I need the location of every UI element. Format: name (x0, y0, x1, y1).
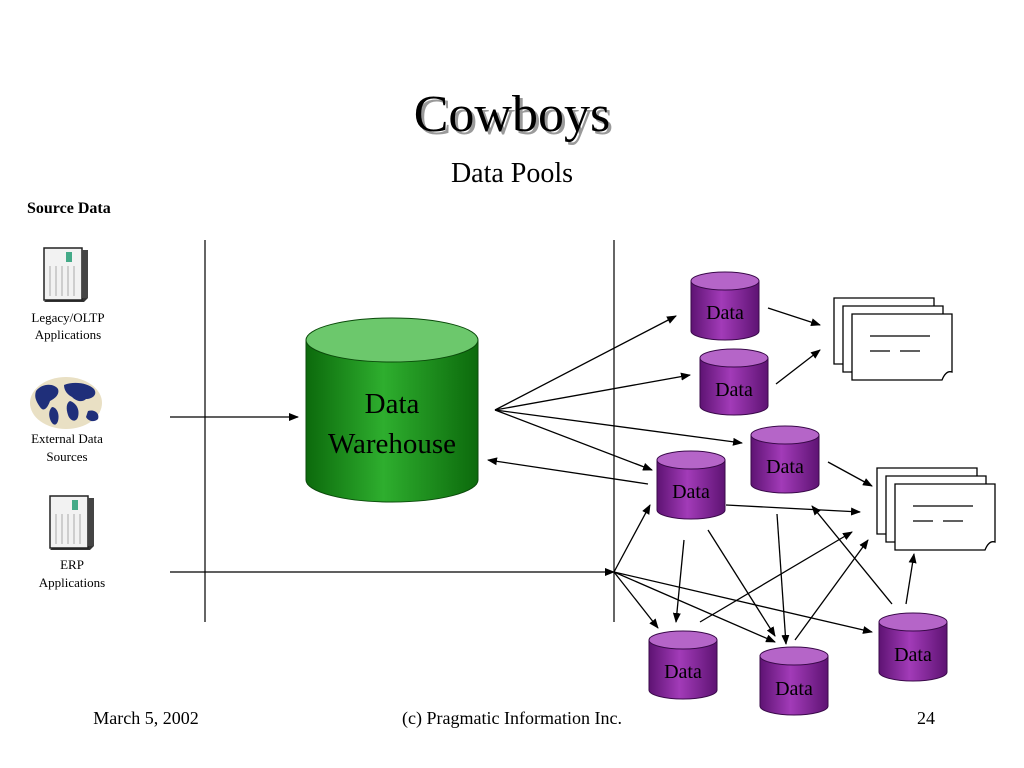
data-pool-label: Data (894, 644, 932, 666)
document-stack-icon (876, 467, 996, 551)
warehouse-label-line1: Data (365, 388, 420, 420)
arrow-warehouse-to-pool1 (494, 315, 677, 411)
arrow-warehouse-to-pool2 (494, 372, 691, 411)
data-pool (759, 646, 829, 716)
arrow-hub-to-pool4 (613, 504, 651, 573)
arrow-pool5-to-report (699, 531, 853, 623)
erp-label-line1: ERP (60, 557, 84, 572)
arrow-pool4-to-pool6 (707, 529, 776, 637)
server-icon (43, 247, 88, 302)
footer-copyright: (c) Pragmatic Information Inc. (402, 708, 622, 729)
warehouse-label-line2: Warehouse (328, 428, 456, 460)
globe-icon (30, 377, 102, 429)
data-warehouse-cylinder (305, 317, 479, 503)
slide-title: Cowboys (414, 86, 610, 143)
data-pool-label: Data (766, 456, 804, 478)
arrow-hub-to-pool7 (613, 571, 873, 634)
document-stack-icon (833, 297, 953, 381)
arrow-hub-to-pool5 (613, 571, 659, 629)
arrow-pool3-to-pool6 (776, 513, 790, 645)
slide-title-shadow: Cowboys (417, 89, 613, 146)
arrow-pool4-to-pool5 (672, 539, 685, 623)
footer-page-number: 24 (917, 708, 935, 728)
arrow-pool1-to-report (767, 307, 821, 327)
data-pool-label: Data (664, 661, 702, 683)
arrow-pool2-to-report (775, 349, 821, 385)
external-label-line1: External Data (31, 431, 103, 446)
arrow-pool-to-warehouse (487, 457, 649, 485)
erp-label-line2: Applications (39, 575, 105, 590)
data-pool-label: Data (672, 481, 710, 503)
arrow-warehouse-to-pool4 (494, 409, 653, 471)
data-pool-label: Data (775, 678, 813, 700)
arrow-warehouse-to-pool3 (494, 409, 743, 446)
arrow-pool4-to-report (725, 504, 861, 516)
connection-arrows (170, 307, 917, 645)
arrow-pool7-to-pool3 (811, 505, 893, 605)
arrow-pool3-to-report (827, 461, 873, 487)
legacy-label-line2: Applications (35, 327, 101, 342)
arrow-hub-to-pool6 (613, 571, 776, 643)
data-pool (699, 348, 769, 416)
arrow-pool6-to-report (794, 539, 869, 641)
footer-date: March 5, 2002 (93, 708, 198, 728)
source-data-heading: Source Data (27, 200, 111, 217)
data-pool (648, 630, 718, 700)
data-pool-label: Data (715, 379, 753, 401)
data-pool (750, 425, 820, 494)
external-label-line2: Sources (46, 449, 87, 464)
arrow-pool7-to-report (905, 553, 917, 605)
data-pool (690, 271, 760, 341)
data-pool (878, 612, 948, 682)
slide-subtitle: Data Pools (451, 158, 573, 189)
server-icon (49, 495, 94, 550)
data-pool-label: Data (706, 302, 744, 324)
legacy-label-line1: Legacy/OLTP (31, 310, 104, 325)
data-pool (656, 450, 726, 520)
